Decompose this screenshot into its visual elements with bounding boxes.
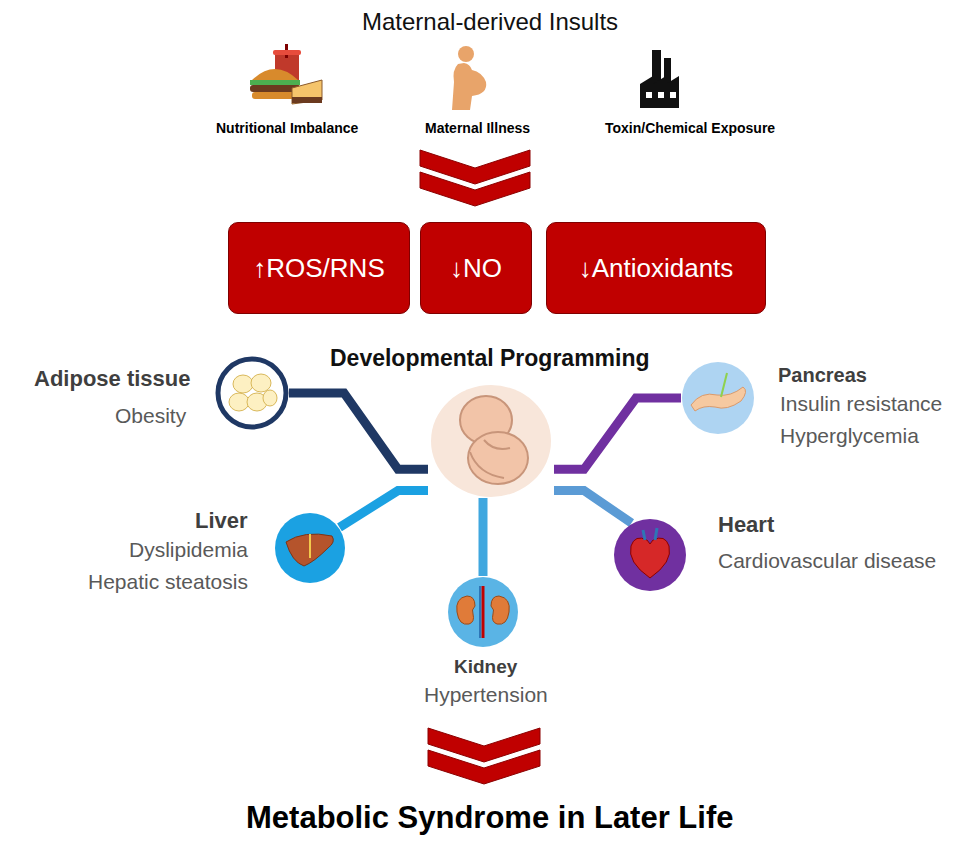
bracket-connector bbox=[554, 491, 632, 523]
bracket-connector bbox=[340, 491, 429, 528]
insult-label: Maternal Illness bbox=[425, 120, 530, 136]
bracket-connector bbox=[554, 398, 681, 469]
programming-heading: Developmental Programming bbox=[330, 345, 650, 371]
stress-box: ↓NO bbox=[420, 222, 532, 314]
condition: Hepatic steatosis bbox=[88, 570, 248, 594]
pancreas-illustration bbox=[681, 361, 755, 435]
organ-name: Kidney bbox=[454, 656, 517, 678]
diagram-title: Maternal-derived Insults bbox=[362, 8, 618, 36]
bracket-connector bbox=[289, 393, 428, 469]
organ-circle: HeartCardiovascular disease bbox=[613, 518, 687, 592]
box-text: ↓Antioxidants bbox=[579, 254, 734, 283]
stress-box: ↓Antioxidants bbox=[546, 222, 766, 314]
insult-label: Toxin/Chemical Exposure bbox=[605, 120, 775, 136]
bracket-connector bbox=[479, 498, 488, 576]
stress-box: ↑ROS/RNS bbox=[228, 222, 410, 314]
diagram-caption: Metabolic Syndrome in Later Life bbox=[246, 800, 733, 836]
organ-circle: LiverDyslipidemiaHepatic steatosis bbox=[274, 512, 346, 584]
condition: Hypertension bbox=[424, 683, 548, 707]
condition: Cardiovascular disease bbox=[718, 549, 936, 573]
down-chevron bbox=[420, 150, 530, 206]
fetus-circle: Developmental Programming bbox=[428, 382, 554, 500]
organ-name: Pancreas bbox=[778, 364, 867, 387]
adipose-illustration bbox=[215, 356, 289, 430]
factory-icon bbox=[640, 50, 679, 108]
condition: Insulin resistance bbox=[780, 392, 942, 416]
organ-name: Liver bbox=[195, 508, 248, 533]
condition: Hyperglycemia bbox=[780, 424, 919, 448]
organ-circle: Adipose tissueObesity bbox=[215, 356, 289, 430]
box-text: ↑ROS/RNS bbox=[253, 254, 384, 283]
condition: Dyslipidemia bbox=[129, 538, 248, 562]
box-text: ↓NO bbox=[450, 254, 502, 283]
organ-circle: KidneyHypertension bbox=[447, 576, 519, 648]
fetus-illustration bbox=[428, 382, 554, 500]
liver-illustration bbox=[274, 512, 346, 584]
condition: Obesity bbox=[115, 404, 186, 428]
food-icon bbox=[250, 44, 322, 104]
organ-circle: PancreasInsulin resistanceHyperglycemia bbox=[681, 361, 755, 435]
organ-name: Heart bbox=[718, 512, 774, 537]
down-chevron bbox=[428, 728, 540, 784]
kidney-illustration bbox=[447, 576, 519, 648]
heart-illustration bbox=[613, 518, 687, 592]
pregnant-woman-icon bbox=[452, 46, 486, 110]
insult-label: Nutritional Imbalance bbox=[216, 120, 358, 136]
organ-name: Adipose tissue bbox=[34, 366, 190, 391]
